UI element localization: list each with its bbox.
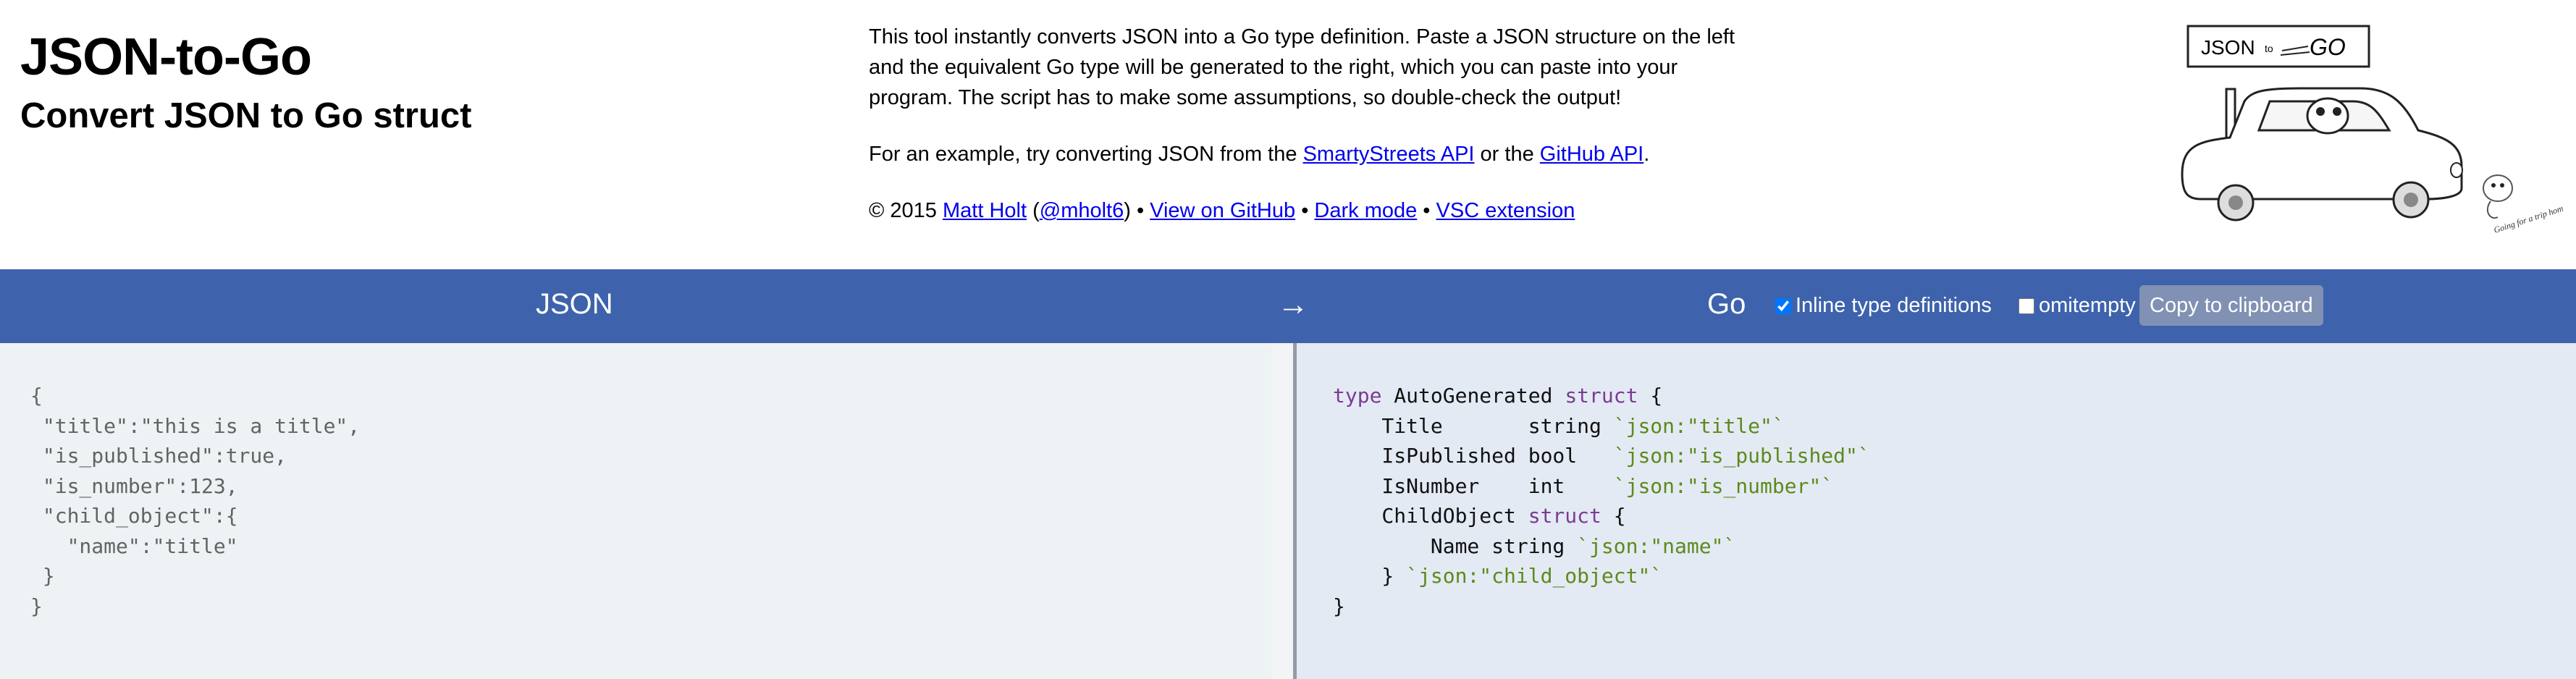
paren-open: ( (1027, 199, 1040, 222)
description-paragraph: This tool instantly converts JSON into a… (869, 25, 1735, 109)
logo-to-text: to (2265, 43, 2273, 54)
inline-type-definitions-checkbox[interactable] (1775, 298, 1791, 314)
json-panel-heading: JSON (536, 288, 613, 320)
inline-type-definitions-option[interactable]: Inline type definitions (1775, 294, 1992, 318)
go-output-code[interactable]: type AutoGenerated struct { Title string… (1333, 381, 1870, 621)
code-line: "child_object":{ (30, 504, 238, 528)
struct-tag: `json:"title"` (1613, 413, 1785, 438)
example-prefix: For an example, try converting JSON from… (869, 143, 1303, 166)
omitempty-option[interactable]: omitempty (2019, 294, 2136, 318)
go-panel-heading: Go (1707, 288, 1746, 320)
twitter-handle-link[interactable]: @mholt6 (1039, 199, 1124, 222)
editor-panels: { "title":"this is a title", "is_publish… (0, 343, 2576, 679)
separator: • (1295, 199, 1315, 222)
code-line: "is_number":123, (30, 473, 238, 498)
view-on-github-link[interactable]: View on GitHub (1150, 199, 1296, 222)
code-text: Name string (1333, 534, 1578, 558)
example-middle: or the (1474, 143, 1540, 166)
footer-links: © 2015 Matt Holt (@mholt6) • View on Git… (869, 195, 1738, 226)
page-subtitle: Convert JSON to Go struct (20, 96, 472, 135)
json-input-panel[interactable]: { "title":"this is a title", "is_publish… (0, 343, 1271, 679)
example-paragraph: For an example, try converting JSON from… (869, 139, 1738, 169)
input-scroll-gutter[interactable] (1271, 343, 1293, 679)
intro-text: This tool instantly converts JSON into a… (869, 22, 1738, 252)
json-input-code[interactable]: { "title":"this is a title", "is_publish… (30, 381, 360, 621)
omitempty-checkbox[interactable] (2019, 298, 2034, 314)
code-line: } (30, 594, 43, 618)
inline-type-definitions-label: Inline type definitions (1796, 294, 1992, 317)
omitempty-label: omitempty (2039, 294, 2136, 317)
smartystreets-api-link[interactable]: SmartyStreets API (1302, 143, 1475, 166)
code-text: IsNumber int (1333, 473, 1614, 498)
gopher-car-illustration: JSON to GO Going for a trip home! (2181, 25, 2563, 235)
github-api-link[interactable]: GitHub API (1539, 143, 1644, 166)
separator: • (1417, 199, 1436, 222)
copy-to-clipboard-button[interactable]: Copy to clipboard (2139, 285, 2323, 326)
code-text: { (1638, 384, 1663, 408)
code-text: AutoGenerated (1381, 384, 1565, 408)
code-text: } (1333, 594, 1345, 618)
page-title: JSON-to-Go (20, 28, 312, 86)
code-text: IsPublished bool (1333, 444, 1614, 468)
code-line: { (30, 384, 43, 408)
struct-tag: `json:"is_published"` (1613, 444, 1870, 468)
author-link[interactable]: Matt Holt (943, 199, 1027, 222)
code-text: { (1601, 504, 1626, 528)
logo-go-text: GO (2310, 34, 2346, 60)
converter-toolbar: JSON → Go Inline type definitions omitem… (0, 269, 2576, 343)
example-suffix: . (1643, 143, 1650, 166)
logo-json-text: JSON (2201, 36, 2255, 59)
keyword: type (1333, 384, 1382, 408)
struct-tag: `json:"is_number"` (1613, 473, 1834, 498)
code-line: "title":"this is a title", (30, 413, 361, 438)
vsc-extension-link[interactable]: VSC extension (1436, 199, 1575, 222)
code-line: } (30, 564, 55, 588)
page-header: JSON-to-Go Convert JSON to Go struct Thi… (0, 0, 2576, 269)
struct-tag: `json:"name"` (1577, 534, 1736, 558)
code-line: "name":"title" (30, 534, 238, 558)
paren-close: ) • (1124, 199, 1150, 222)
panel-divider (1293, 343, 1297, 679)
go-output-panel[interactable]: type AutoGenerated struct { Title string… (1297, 343, 2576, 679)
arrow-right-icon: → (1277, 287, 1309, 322)
keyword: struct (1528, 504, 1601, 528)
code-text: Title string (1333, 413, 1614, 438)
struct-tag: `json:"child_object"` (1406, 564, 1663, 588)
dark-mode-link[interactable]: Dark mode (1314, 199, 1418, 222)
keyword: struct (1565, 384, 1638, 408)
code-line: "is_published":true, (30, 444, 287, 468)
copyright-text: © 2015 (869, 199, 943, 222)
code-text: ChildObject (1333, 504, 1528, 528)
code-text: } (1333, 564, 1407, 588)
art-caption: Going for a trip home! (2493, 201, 2563, 235)
